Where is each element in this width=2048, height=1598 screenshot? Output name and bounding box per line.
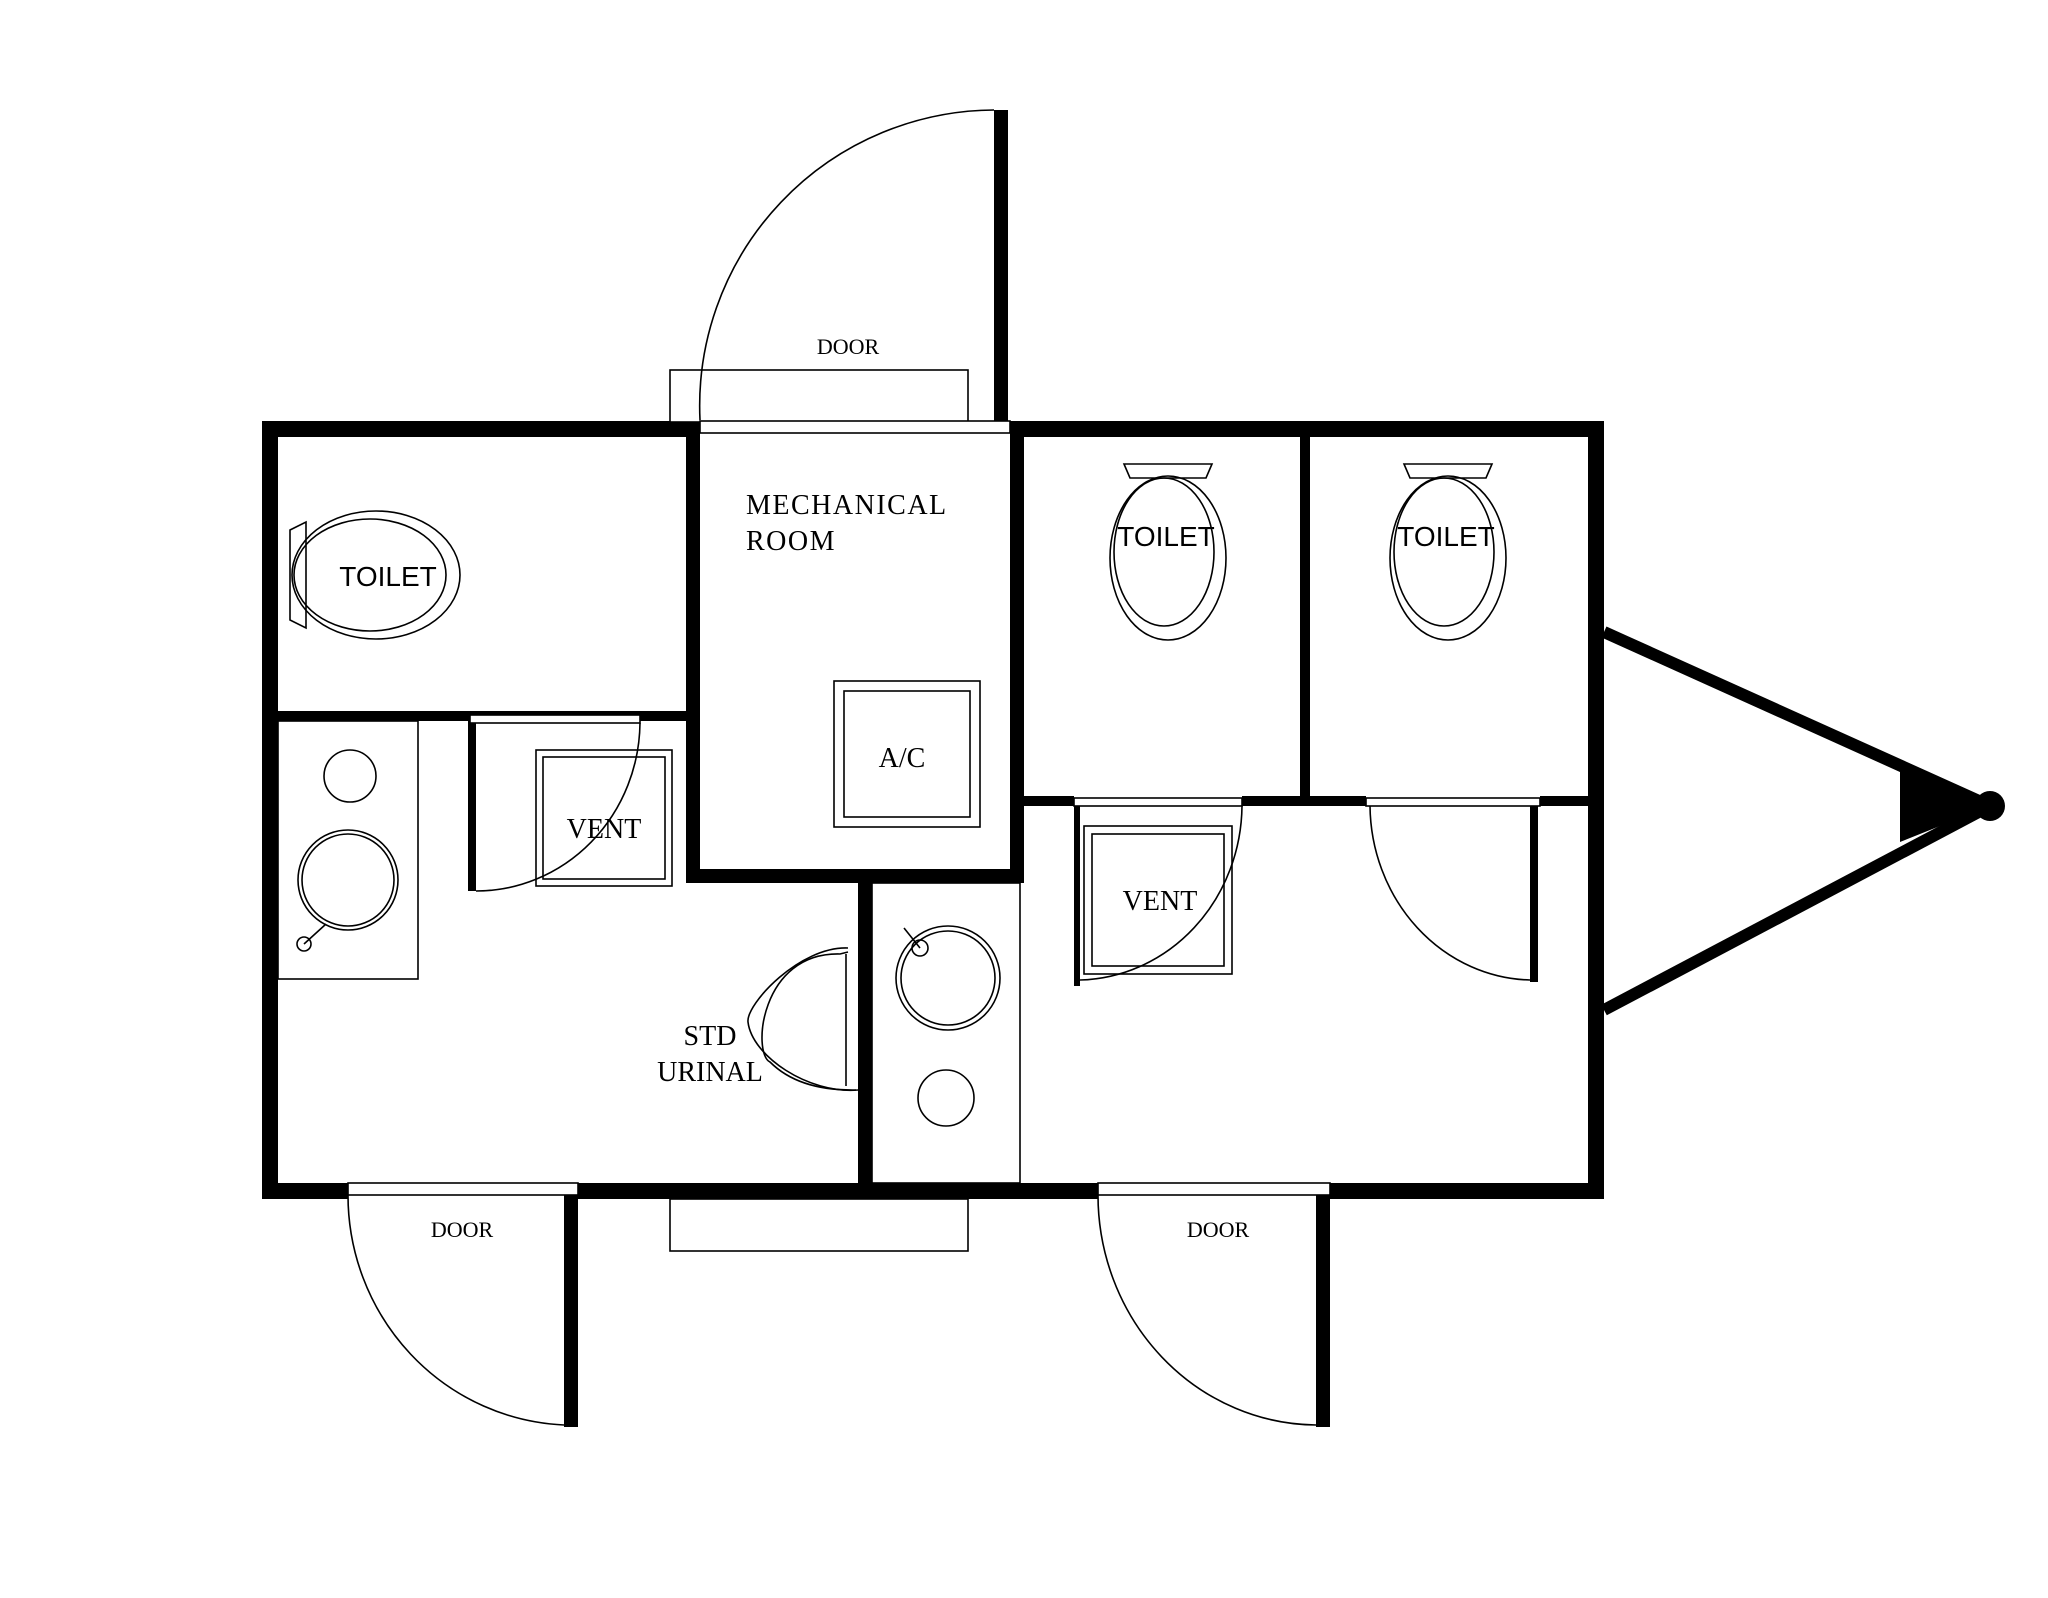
ac-label: A/C	[879, 743, 926, 774]
sink-middle-basin-outer	[895, 925, 1001, 1031]
urinal-bowl	[761, 951, 857, 1091]
toilet-left-bowl-outer	[291, 510, 461, 640]
wall-mech-bottom	[686, 869, 1024, 883]
vent-left-label: VENT	[567, 814, 642, 845]
sink-left-small-basin	[323, 749, 377, 803]
toilet-middle-bowl-outer	[1109, 475, 1227, 641]
sink-left-basin-inner	[301, 833, 395, 927]
wall-stall-door-stub	[1530, 806, 1538, 982]
vent-right-door-leaf	[1074, 806, 1080, 986]
mechanical-room: MECHANICAL ROOM A/C	[746, 490, 981, 828]
vent-left-outer	[535, 749, 673, 887]
door-top-step	[669, 369, 969, 423]
hitch-ball	[1975, 791, 2005, 821]
wall-bottom-c	[1330, 1183, 1604, 1199]
door-top-leaf	[994, 110, 1008, 422]
toilet-middle: TOILET	[1109, 463, 1227, 641]
ac-unit-outer	[833, 680, 981, 828]
vent-right-door-swing	[1079, 805, 1243, 981]
urinal: STD URINAL	[657, 947, 859, 1091]
wall-urinal-partition	[858, 883, 872, 1183]
door-bl-leaf	[564, 1195, 578, 1427]
wall-right	[1588, 421, 1604, 1199]
wall-stall-bottom-c	[1540, 796, 1588, 806]
wall-mech-right	[1010, 421, 1024, 883]
door-bottom-right: DOOR	[1097, 1182, 1331, 1427]
sink-middle-basin-inner	[900, 930, 996, 1026]
door-bottom-left-label: DOOR	[431, 1217, 494, 1242]
toilet-middle-bowl-inner	[1113, 477, 1215, 627]
door-bottom-right-label: DOOR	[1187, 1217, 1250, 1242]
toilet-left: TOILET	[289, 510, 461, 640]
bottom-step	[669, 1198, 969, 1252]
mechanical-room-label-2: ROOM	[746, 526, 836, 557]
vent-right-area: VENT	[1073, 797, 1243, 986]
urinal-label-1: STD	[684, 1021, 737, 1052]
wall-bottom-a	[262, 1183, 348, 1199]
wall-mech-left	[686, 421, 700, 883]
wall-bottom-b	[578, 1183, 1098, 1199]
toilet-middle-label: TOILET	[1117, 521, 1215, 552]
wall-stall-divider	[1300, 437, 1310, 799]
stall-door-right	[1365, 797, 1541, 981]
toilet-middle-tank	[1122, 463, 1214, 479]
toilet-left-bowl-inner	[293, 518, 447, 632]
vent-right-outer	[1083, 825, 1233, 975]
sink-counter-left-outline	[277, 720, 419, 980]
vent-left-area: VENT	[469, 714, 673, 892]
toilet-right-bowl-inner	[1393, 477, 1495, 627]
wall-left	[262, 421, 278, 1199]
tow-hitch	[1601, 626, 2005, 1016]
ac-unit-inner	[843, 690, 971, 818]
wall-top-left	[262, 421, 700, 437]
door-top-swing	[698, 109, 995, 421]
vent-left-inner	[542, 756, 666, 880]
toilet-left-label: TOILET	[339, 561, 437, 592]
door-bl-swing	[347, 1194, 565, 1426]
sink-middle-faucet	[911, 939, 929, 957]
door-bottom-left: DOOR	[347, 1182, 579, 1427]
toilet-right: TOILET	[1389, 463, 1507, 641]
vent-left-door-swing	[475, 722, 641, 892]
sink-middle-small-basin	[917, 1069, 975, 1127]
wall-top-right	[1010, 421, 1604, 437]
outer-walls	[262, 421, 1604, 1199]
wall-stall-bottom-a	[1024, 796, 1074, 806]
vent-right-inner	[1091, 833, 1225, 967]
door-top-label: DOOR	[817, 334, 880, 359]
wall-vent-stub	[468, 711, 476, 891]
sink-counter-middle	[871, 882, 1021, 1184]
sink-counter-middle-outline	[871, 882, 1021, 1184]
toilet-right-bowl-outer	[1389, 475, 1507, 641]
sink-left-basin-outer	[297, 829, 399, 931]
door-top: DOOR	[669, 109, 1011, 434]
toilet-right-label: TOILET	[1397, 521, 1495, 552]
wall-stall-bottom-b	[1242, 796, 1366, 806]
stall-door-right-swing	[1369, 805, 1531, 981]
toilet-right-tank	[1402, 463, 1494, 479]
urinal-label-2: URINAL	[657, 1057, 763, 1088]
sink-left-faucet	[296, 936, 312, 952]
vent-right-label: VENT	[1123, 886, 1198, 917]
door-br-leaf	[1316, 1195, 1330, 1427]
door-br-swing	[1097, 1194, 1317, 1426]
sink-counter-left	[277, 720, 419, 980]
mechanical-room-label-1: MECHANICAL	[746, 490, 948, 521]
toilet-left-tank	[289, 520, 307, 630]
